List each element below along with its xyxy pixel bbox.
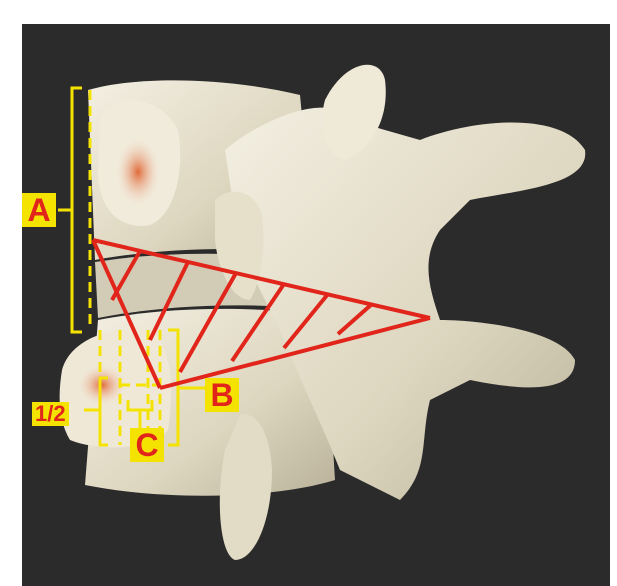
upper-marrow-spot — [116, 138, 160, 206]
label-c: C — [130, 428, 164, 462]
bracket-a — [58, 88, 82, 332]
label-b: B — [205, 378, 239, 412]
label-one-half: 1/2 — [32, 402, 69, 426]
label-a: A — [22, 193, 56, 227]
